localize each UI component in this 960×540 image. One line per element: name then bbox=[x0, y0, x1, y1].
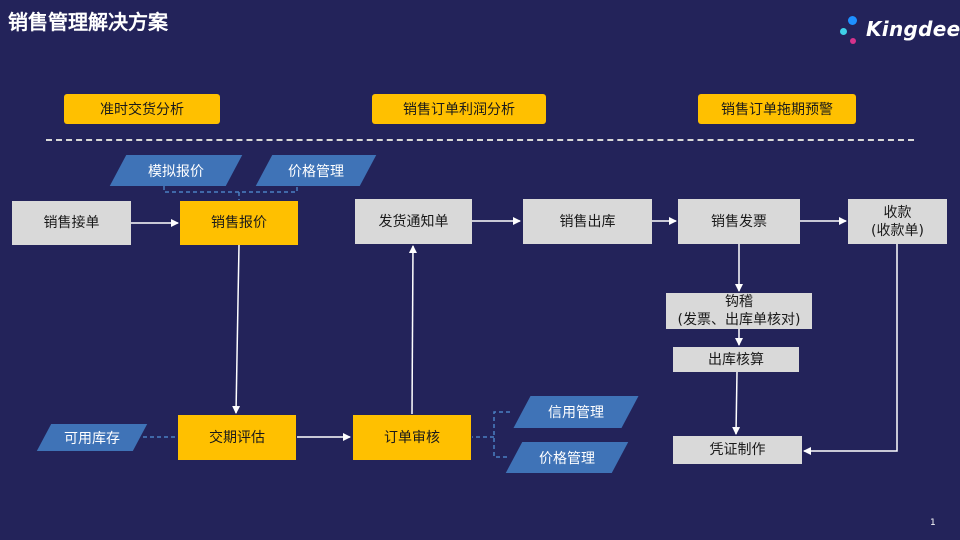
page-number: 1 bbox=[930, 518, 936, 528]
kingdee-logo: Kingdee bbox=[836, 8, 960, 48]
para-available-stock[interactable]: 可用库存 bbox=[36, 424, 148, 451]
para-price-mgmt-top[interactable]: 价格管理 bbox=[255, 155, 377, 186]
node-sales-outbound[interactable]: 销售出库 bbox=[523, 199, 652, 244]
node-verify[interactable]: 钩稽 (发票、出库单核对) bbox=[666, 293, 812, 329]
dashed-divider bbox=[46, 139, 914, 141]
pill-order-profit-analysis[interactable]: 销售订单利润分析 bbox=[372, 94, 546, 124]
logo-wordmark: Kingdee bbox=[866, 17, 960, 41]
node-receipt-label: 收款 bbox=[883, 204, 912, 221]
arrow-review-to-notice bbox=[408, 245, 417, 415]
arrow-quote-to-eval bbox=[232, 244, 241, 414]
node-receipt[interactable]: 收款 (收款单) bbox=[848, 199, 947, 244]
para-simulated-quote[interactable]: 模拟报价 bbox=[109, 155, 243, 186]
node-delivery-eval[interactable]: 交期评估 bbox=[178, 415, 296, 460]
para-credit-mgmt[interactable]: 信用管理 bbox=[513, 396, 639, 428]
logo-dot-blue bbox=[848, 16, 857, 25]
node-sales-quote[interactable]: 销售报价 bbox=[180, 201, 298, 245]
para-label: 信用管理 bbox=[548, 405, 604, 421]
node-sales-invoice[interactable]: 销售发票 bbox=[678, 199, 800, 244]
logo-dot-magenta bbox=[850, 38, 856, 44]
page-title: 销售管理解决方案 bbox=[8, 10, 168, 34]
logo-dot-cyan bbox=[840, 28, 847, 35]
node-sales-receive[interactable]: 销售接单 bbox=[12, 201, 131, 245]
node-order-review[interactable]: 订单审核 bbox=[353, 415, 471, 460]
node-receipt-sub-label: (收款单) bbox=[871, 222, 924, 239]
para-price-mgmt-bottom[interactable]: 价格管理 bbox=[505, 442, 629, 473]
arrow-accounting-to-voucher bbox=[732, 371, 741, 435]
arrow-receipt-to-voucher bbox=[803, 244, 898, 455]
para-label: 可用库存 bbox=[64, 430, 120, 447]
para-label: 模拟报价 bbox=[148, 163, 204, 180]
node-outbound-accounting[interactable]: 出库核算 bbox=[673, 347, 799, 372]
pill-on-time-delivery-analysis[interactable]: 准时交货分析 bbox=[64, 94, 220, 124]
dashed-link-quote-inputs bbox=[163, 186, 298, 193]
pill-order-delay-warning[interactable]: 销售订单拖期预警 bbox=[698, 94, 856, 124]
node-voucher[interactable]: 凭证制作 bbox=[673, 436, 802, 464]
node-delivery-notice[interactable]: 发货通知单 bbox=[355, 199, 472, 244]
dashed-link-review-inputs bbox=[493, 411, 510, 458]
node-verify-sub-label: (发票、出库单核对) bbox=[677, 312, 801, 328]
para-label: 价格管理 bbox=[539, 450, 595, 467]
para-label: 价格管理 bbox=[288, 163, 344, 180]
node-verify-label: 钩稽 bbox=[725, 294, 753, 310]
